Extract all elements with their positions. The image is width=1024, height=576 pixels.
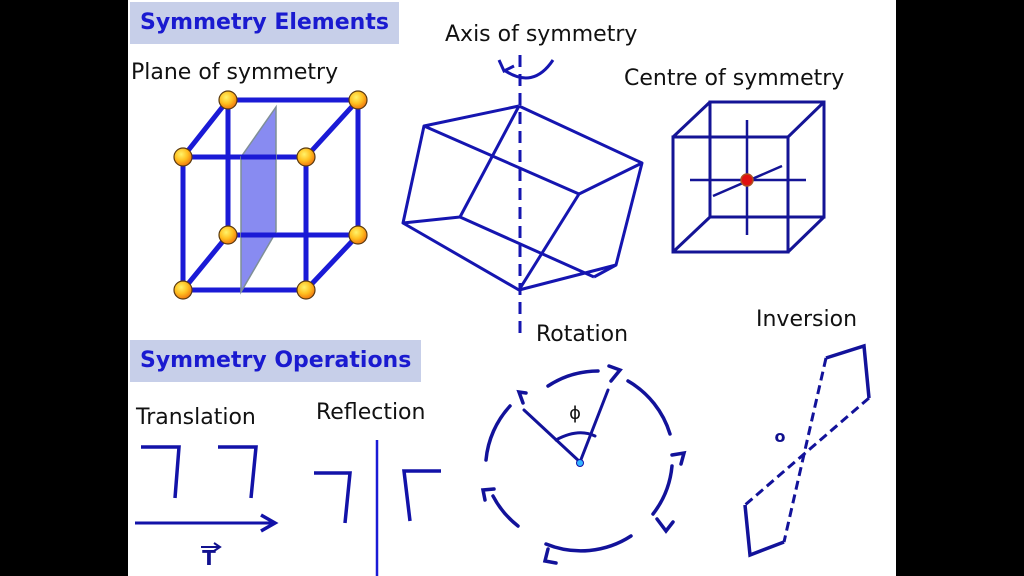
centre-of-symmetry-label: Centre of symmetry xyxy=(624,66,845,91)
cube-edge xyxy=(180,232,231,293)
atom xyxy=(348,90,368,110)
circle-arc xyxy=(546,369,600,388)
motif-marker xyxy=(516,389,528,405)
reflection-label: Reflection xyxy=(316,400,426,425)
translation-figure xyxy=(135,445,279,533)
motif xyxy=(141,445,181,499)
translation-vector-head xyxy=(260,513,279,533)
circle-arc xyxy=(484,404,512,462)
atom xyxy=(218,90,238,110)
axis-of-symmetry-label: Axis of symmetry xyxy=(445,22,638,47)
angle-ray xyxy=(578,388,610,464)
reflection-figure xyxy=(314,440,441,576)
translation-vector-symbol: T xyxy=(202,546,216,570)
rotation-angle-symbol: ϕ xyxy=(569,403,581,424)
circle-arc xyxy=(544,534,633,553)
cube-edge xyxy=(303,97,361,160)
motif-original xyxy=(314,471,352,524)
motif-solid-bottom xyxy=(743,504,785,558)
atom xyxy=(296,280,316,300)
translation-label: Translation xyxy=(136,405,256,430)
symmetry-plane xyxy=(240,104,277,295)
inversion-centre-label: o xyxy=(775,427,786,446)
motif-marker xyxy=(607,364,623,383)
atom xyxy=(173,147,193,167)
inversion-label: Inversion xyxy=(756,307,858,332)
cube-front-face xyxy=(671,135,790,254)
axis-of-symmetry-figure xyxy=(401,55,644,335)
atom xyxy=(218,225,238,245)
rotation-label: Rotation xyxy=(536,322,629,347)
circle-arc xyxy=(626,379,672,436)
angle-arc xyxy=(554,431,597,442)
atoms xyxy=(173,90,368,300)
plane-of-symmetry-label: Plane of symmetry xyxy=(131,60,339,85)
rotation-figure xyxy=(480,364,687,565)
motif xyxy=(218,445,258,499)
inversion-figure xyxy=(743,343,871,558)
cube-edge xyxy=(180,97,231,160)
inversion-centre-dot xyxy=(740,173,754,187)
atom xyxy=(348,225,368,245)
rotation-arrow-arc xyxy=(503,59,555,80)
vector-arrow-icon xyxy=(201,542,222,552)
diagram-canvas: T ϕ xyxy=(135,55,871,576)
symmetry-elements-banner: Symmetry Elements xyxy=(130,2,399,44)
inversion-dashed-line xyxy=(782,357,828,543)
inversion-dashed-line xyxy=(744,396,870,507)
circle-arc xyxy=(491,494,520,528)
atom xyxy=(173,280,193,300)
rhombohedron xyxy=(401,104,644,292)
circle-arc xyxy=(651,464,674,516)
motif-reflected xyxy=(402,469,441,522)
motif-marker xyxy=(655,517,675,534)
motif-marker xyxy=(542,547,558,565)
rotation-arrow-head xyxy=(497,59,515,74)
rotation-centre-dot xyxy=(576,459,584,467)
cube-edge xyxy=(303,232,361,293)
atom xyxy=(296,147,316,167)
angle-ray xyxy=(522,408,582,464)
motif-solid-top xyxy=(825,343,871,399)
slide: Symmetry Elements Symmetry Operations Pl… xyxy=(128,0,896,576)
cube-back-face xyxy=(708,100,826,219)
motif-marker xyxy=(480,487,496,502)
symmetry-operations-banner: Symmetry Operations xyxy=(130,340,422,382)
motif-marker xyxy=(670,450,687,466)
